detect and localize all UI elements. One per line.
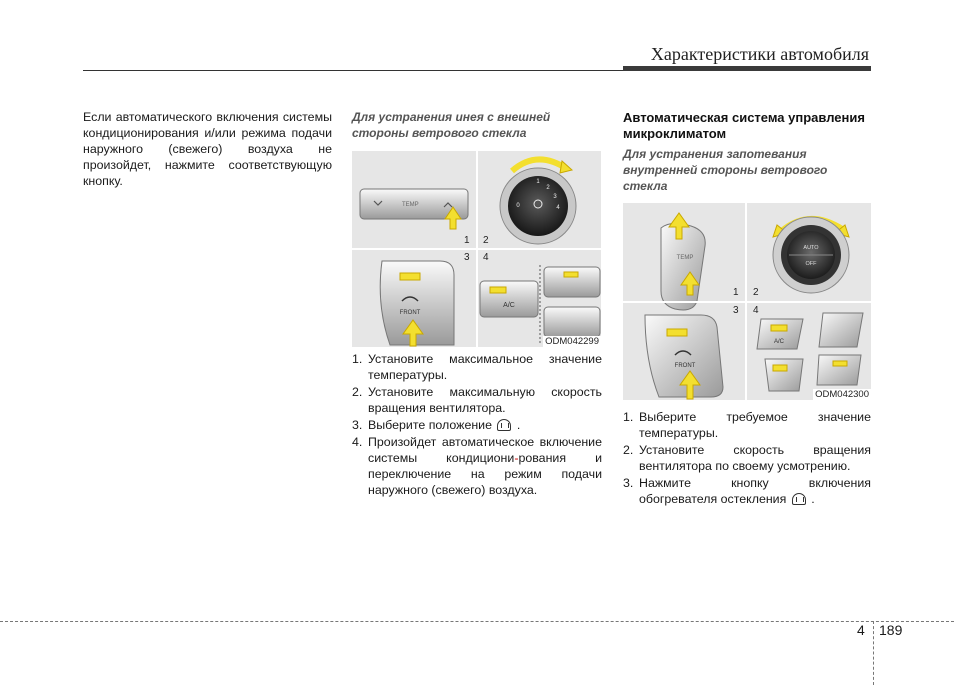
chevron-down-icon: [373, 200, 383, 206]
steps-defog-interior: 1. Выберите требуемое значение температур…: [623, 409, 871, 508]
step-text: Произойдет автоматическое включение сист…: [368, 435, 602, 465]
defrost-icon: [674, 350, 692, 356]
figure-illustration: TEMP 1 2 3 4 0 FRONT A/C: [359, 156, 601, 347]
figure-label-1: 1: [733, 287, 739, 298]
list-item: 3. Нажмите кнопку включения обогревателя …: [623, 475, 871, 507]
dial-number: 4: [556, 205, 560, 211]
step-text: Выберите требуемое значение температуры.: [639, 410, 871, 440]
dial-number: 1: [536, 179, 540, 185]
chapter-number: 4: [857, 622, 865, 638]
fresh-air-button: [543, 306, 601, 338]
step-number: 4.: [352, 435, 363, 449]
fresh-air-button: [816, 354, 862, 386]
header-title: Характеристики автомобиля: [650, 44, 869, 64]
chevron-up-icon: [443, 202, 453, 208]
figure-defog-interior: TEMP AUTO OFF FRONT A/C 1 2 3 4 ODM04230…: [623, 203, 871, 400]
temp-rocker: [660, 222, 706, 311]
ac-button: [756, 318, 804, 350]
figure-label-4: 4: [483, 252, 489, 263]
list-item: 2. Установите скорость вращения вентилято…: [623, 442, 871, 474]
figure-illustration: TEMP AUTO OFF FRONT A/C: [644, 212, 864, 400]
step-number: 3.: [352, 418, 363, 432]
dial-number: 3: [553, 194, 557, 200]
arrow-down-icon: [668, 212, 690, 240]
step-text: Нажмите кнопку включения обогревателя ос…: [639, 476, 871, 506]
figure-code: ODM042300: [813, 389, 871, 400]
steps-defrost-exterior: 1. Установите максимальное значение темпе…: [352, 351, 602, 499]
front-defrost-button: [644, 314, 724, 398]
header-rule: [83, 70, 870, 71]
page-number: 189: [879, 622, 903, 638]
step-text: Установите максимальное значение темпера…: [368, 352, 602, 382]
arrow-up-icon: [444, 206, 462, 230]
figure-label-3: 3: [733, 305, 739, 316]
figure-label-2: 2: [753, 287, 759, 298]
defrost-icon: [497, 419, 512, 431]
recirc-button: [818, 312, 864, 348]
step-suffix: .: [516, 418, 521, 432]
defrost-icon: [791, 493, 806, 505]
list-item: 2. Установите максимальную скорость враще…: [352, 384, 602, 416]
section-heading-defog-interior: Для устранения запотевания внутренней ст…: [623, 147, 828, 193]
arrow-head-icon: [559, 160, 574, 174]
hyphen: -: [514, 451, 519, 465]
indicator-led: [666, 328, 688, 337]
figure-label-1: 1: [464, 235, 470, 246]
arrow-up-icon: [402, 319, 424, 347]
indicator-led: [770, 324, 788, 332]
step-number: 1.: [623, 410, 634, 424]
fan-icon: [533, 199, 543, 209]
ac-label: A/C: [774, 339, 785, 345]
step-text: рования и переключение на режим подачи н…: [368, 451, 602, 497]
footer-divider: [873, 621, 874, 685]
rear-defrost-button: [764, 358, 804, 392]
header-rule-accent: [623, 66, 871, 71]
step-number: 2.: [623, 443, 634, 457]
step-text: Выберите положение: [368, 418, 492, 432]
list-item: 1. Установите максимальное значение темпе…: [352, 351, 602, 383]
figure-code: ODM042299: [543, 336, 601, 347]
section-heading-defrost-exterior: Для устранения инея с внешней стороны ве…: [352, 110, 551, 140]
list-item: 4. Произойдет автоматическое включение си…: [352, 434, 602, 498]
fan-dial-knob: [508, 176, 568, 236]
ac-button: [479, 280, 539, 318]
ac-label: A/C: [503, 302, 515, 309]
defrost-icon: [401, 296, 419, 302]
recirc-button: [543, 266, 601, 298]
list-item: 3. Выберите положение .: [352, 417, 602, 433]
auto-label: AUTO: [803, 245, 819, 251]
section-title: Автоматическая система управления микрок…: [623, 110, 865, 141]
step-number: 3.: [623, 476, 634, 490]
step-number: 2.: [352, 385, 363, 399]
footer-rule: [0, 621, 954, 622]
front-label: FRONT: [400, 310, 421, 316]
figure-label-3: 3: [464, 252, 470, 263]
dial-number: 0: [516, 203, 520, 209]
figure-defrost-exterior: TEMP 1 2 3 4 0 FRONT A/C 1 2 3 4 ODM0422…: [352, 151, 601, 347]
temp-label: TEMP: [677, 255, 694, 261]
figure-label-4: 4: [753, 305, 759, 316]
arrow-up-icon: [680, 271, 700, 296]
step-number: 1.: [352, 352, 363, 366]
list-item: 1. Выберите требуемое значение температур…: [623, 409, 871, 441]
intro-paragraph: Если автоматического включения системы к…: [83, 110, 332, 188]
indicator-led: [489, 286, 507, 294]
indicator-led: [832, 360, 848, 367]
step-suffix: .: [811, 492, 815, 506]
indicator-led: [772, 364, 788, 372]
front-label: FRONT: [675, 363, 696, 369]
step-text: Установите максимальную скорость вращени…: [368, 385, 602, 415]
indicator-led: [399, 272, 421, 281]
indicator-led: [563, 271, 579, 278]
step-text: Установите скорость вращения вентилятора…: [639, 443, 871, 473]
arrow-up-icon: [679, 370, 701, 400]
figure-label-2: 2: [483, 235, 489, 246]
off-label: OFF: [806, 261, 818, 267]
front-defrost-button: [379, 260, 455, 346]
temp-switch: [359, 188, 469, 220]
dial-number: 2: [546, 185, 550, 191]
temp-switch-label: TEMP: [402, 202, 419, 208]
